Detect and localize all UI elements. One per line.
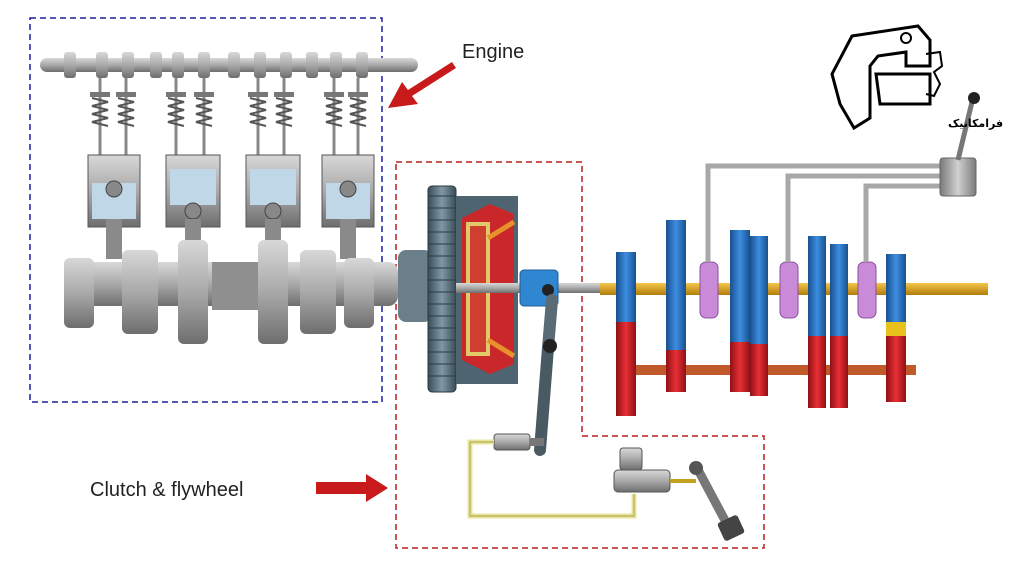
pistons <box>87 154 375 279</box>
shift-linkage <box>705 163 944 262</box>
clutch-pedal <box>689 461 745 541</box>
camshaft <box>40 52 418 78</box>
clutch-outline <box>395 161 765 549</box>
gear-knob <box>968 92 980 104</box>
framechanic-logo-icon <box>830 24 944 131</box>
crankshaft <box>64 240 398 344</box>
logo-text: فرامکانیک <box>948 117 1003 130</box>
engine-outline <box>29 17 383 403</box>
engine-arrow <box>388 62 456 108</box>
hydraulic-line <box>467 439 637 519</box>
clutch-fork <box>534 294 558 456</box>
engine-label: Engine <box>462 41 524 63</box>
clutch-arrow <box>316 474 388 502</box>
valve-springs <box>90 78 368 160</box>
master-cylinder <box>613 447 696 493</box>
gearbox <box>600 220 988 416</box>
gear-lever <box>939 92 980 197</box>
clutch-flywheel-label: Clutch & flywheel <box>90 479 243 501</box>
